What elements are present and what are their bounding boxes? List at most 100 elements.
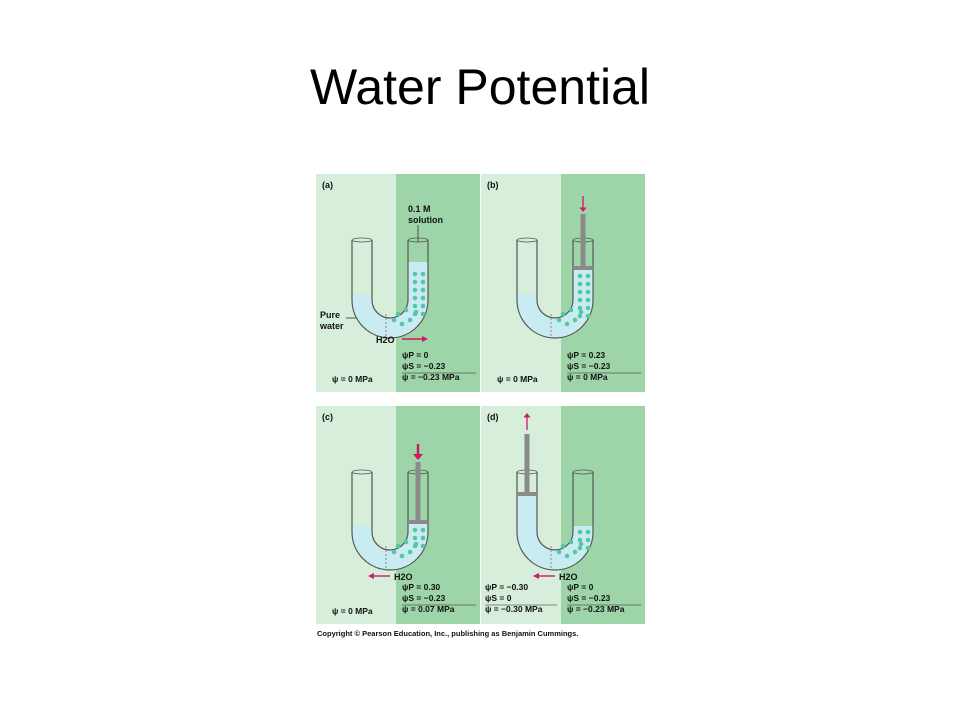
solute-dot bbox=[556, 549, 562, 555]
solute-particles bbox=[556, 529, 591, 559]
solute-dot bbox=[399, 553, 405, 559]
right-potential-value: ψS = −0.23 bbox=[402, 593, 446, 603]
solute-dot bbox=[564, 321, 570, 327]
solute-dot bbox=[556, 317, 562, 323]
pure-water-label: Pure bbox=[320, 310, 340, 320]
solute-dot bbox=[578, 541, 584, 547]
panel-label: (d) bbox=[487, 412, 499, 422]
solute-dot bbox=[560, 311, 566, 317]
pressure-arrowhead bbox=[413, 454, 423, 460]
solute-dot bbox=[412, 303, 418, 309]
solute-dot bbox=[577, 537, 583, 543]
pure-water-side-background bbox=[316, 406, 396, 624]
left-water-potential: ψ = 0 MPa bbox=[332, 606, 373, 616]
solute-dot bbox=[412, 279, 418, 285]
pure-water-side-background bbox=[316, 174, 396, 392]
solute-dot bbox=[412, 271, 418, 277]
solute-dot bbox=[578, 309, 584, 315]
right-potential-value: ψ = 0 MPa bbox=[567, 372, 608, 382]
solution-concentration-label: 0.1 M bbox=[408, 204, 431, 214]
piston-rod bbox=[524, 434, 530, 492]
solute-dot bbox=[564, 553, 570, 559]
solute-dot bbox=[420, 303, 426, 309]
piston-head bbox=[573, 266, 593, 270]
piston-head bbox=[517, 492, 537, 496]
pressure-arrowhead bbox=[579, 207, 587, 212]
solute-dot bbox=[412, 535, 418, 541]
pure-water-side-background bbox=[481, 174, 561, 392]
solute-dot bbox=[420, 535, 426, 541]
solute-dot bbox=[412, 527, 418, 533]
solute-dot bbox=[395, 311, 401, 317]
h2o-label: H2O bbox=[559, 572, 578, 582]
solute-dot bbox=[420, 527, 426, 533]
solute-dot bbox=[407, 549, 413, 555]
solute-dot bbox=[413, 309, 419, 315]
solute-dot bbox=[420, 543, 426, 549]
right-tube-opening bbox=[572, 469, 594, 475]
copyright-notice: Copyright © Pearson Education, Inc., pub… bbox=[317, 629, 579, 638]
right-potential-value: ψP = 0.30 bbox=[402, 582, 440, 592]
solute-dot bbox=[407, 317, 413, 323]
solute-particles bbox=[556, 273, 591, 327]
solute-dot bbox=[577, 313, 583, 319]
u-tube-outer-wall bbox=[516, 472, 594, 571]
solute-dot bbox=[403, 307, 409, 313]
solution-side-background bbox=[396, 406, 480, 624]
u-tube-outer-wall bbox=[351, 472, 429, 571]
solute-dot bbox=[577, 297, 583, 303]
right-potential-value: ψ = 0.07 MPa bbox=[402, 604, 455, 614]
right-potential-value: ψS = −0.23 bbox=[567, 361, 611, 371]
u-tube-outer-wall bbox=[351, 240, 429, 339]
piston-rod bbox=[415, 462, 421, 520]
solute-dot bbox=[577, 529, 583, 535]
right-potential-value: ψP = 0.23 bbox=[567, 350, 605, 360]
solute-dot bbox=[568, 307, 574, 313]
h2o-label: H2O bbox=[394, 572, 413, 582]
slide-title: Water Potential bbox=[310, 59, 650, 115]
u-tube-outer-wall bbox=[516, 240, 594, 339]
u-tube-inner-wall bbox=[536, 472, 574, 551]
solute-dot bbox=[585, 545, 591, 551]
solute-dot bbox=[585, 273, 591, 279]
piston-head bbox=[408, 520, 428, 524]
solute-dot bbox=[420, 279, 426, 285]
solute-dot bbox=[420, 287, 426, 293]
solute-dot bbox=[585, 297, 591, 303]
solute-dot bbox=[403, 539, 409, 545]
solution-label: solution bbox=[408, 215, 443, 225]
solute-dot bbox=[572, 317, 578, 323]
water-flow-arrowhead bbox=[368, 573, 374, 579]
panel-label: (c) bbox=[322, 412, 333, 422]
solute-dot bbox=[412, 295, 418, 301]
left-potential-value: ψS = 0 bbox=[485, 593, 512, 603]
right-potential-value: ψ = −0.23 MPa bbox=[567, 604, 625, 614]
left-potential-value: ψP = −0.30 bbox=[485, 582, 528, 592]
solute-dot bbox=[585, 305, 591, 311]
solute-dot bbox=[395, 543, 401, 549]
right-potential-value: ψP = 0 bbox=[402, 350, 429, 360]
solute-dot bbox=[577, 289, 583, 295]
left-tube-opening bbox=[351, 469, 373, 475]
left-water-potential: ψ = 0 MPa bbox=[497, 374, 538, 384]
solute-dot bbox=[391, 317, 397, 323]
h2o-label: H2O bbox=[376, 335, 395, 345]
u-tube-inner-wall bbox=[371, 472, 409, 551]
right-potential-value: ψS = −0.23 bbox=[402, 361, 446, 371]
solute-dot bbox=[399, 321, 405, 327]
piston-rod bbox=[580, 214, 586, 266]
solute-dot bbox=[585, 313, 591, 319]
right-potential-value: ψ = −0.23 MPa bbox=[402, 372, 460, 382]
solute-dot bbox=[420, 271, 426, 277]
solute-dot bbox=[420, 311, 426, 317]
solute-dot bbox=[585, 537, 591, 543]
solute-particles bbox=[391, 271, 426, 327]
left-potential-value: ψ = −0.30 MPa bbox=[485, 604, 543, 614]
solute-dot bbox=[585, 289, 591, 295]
